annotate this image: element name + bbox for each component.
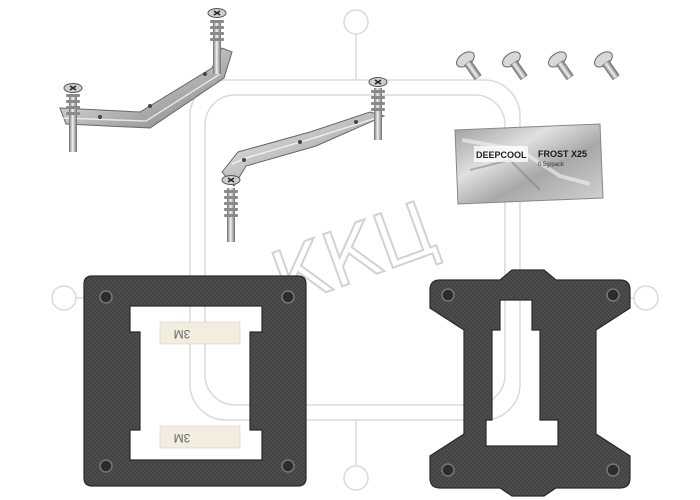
backplate-square: 3M 3M	[83, 275, 307, 487]
packet-subtext: 0.5g/pack	[538, 162, 565, 168]
watermark-circle-bottom	[343, 465, 369, 491]
small-screw	[594, 51, 620, 81]
mounting-hole	[441, 463, 455, 477]
spring-screw	[221, 175, 241, 242]
packet-brand: DEEPCOOL	[476, 150, 527, 160]
watermark-circle-left	[51, 285, 77, 311]
tape-label: 3M	[174, 327, 191, 341]
packet-model: FROST X25	[538, 149, 587, 159]
mounting-hole	[99, 459, 113, 473]
mounting-hole	[606, 288, 620, 302]
mounting-hole	[99, 290, 113, 304]
adhesive-tape	[159, 425, 241, 449]
mounting-hole	[281, 290, 295, 304]
mounting-hole	[606, 463, 620, 477]
mounting-hole	[441, 288, 455, 302]
mounting-bracket-right	[221, 77, 388, 242]
mounting-bracket-left	[59, 8, 233, 152]
backplate-cross	[429, 269, 631, 497]
tape-label: 3M	[174, 431, 191, 445]
adhesive-tape	[159, 321, 241, 345]
spring-screw	[63, 83, 83, 152]
small-screw	[502, 51, 528, 81]
watermark-circle-top	[343, 9, 369, 35]
small-screw	[456, 51, 482, 81]
small-screw	[548, 51, 574, 81]
mounting-hole	[281, 459, 295, 473]
spring-screw	[368, 77, 388, 140]
spring-screw	[207, 8, 227, 74]
small-screws	[456, 51, 620, 81]
watermark-circle-right	[633, 285, 659, 311]
thermal-paste-packet: DEEPCOOL FROST X25 0.5g/pack	[454, 123, 604, 205]
